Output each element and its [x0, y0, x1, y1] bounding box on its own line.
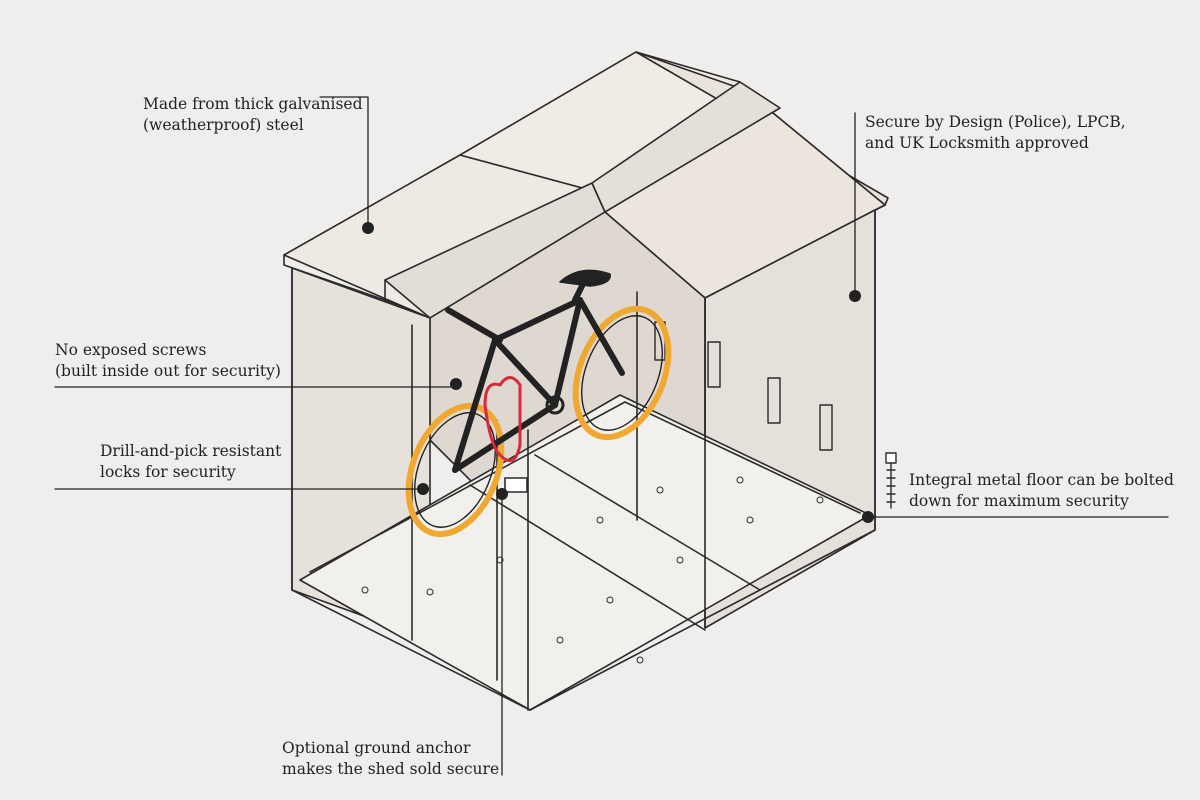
- callout-screws: No exposed screws (built inside out for …: [55, 340, 281, 382]
- callout-locks-line-2: locks for security: [100, 463, 236, 481]
- callout-approved: Secure by Design (Police), LPCB, and UK …: [865, 112, 1126, 154]
- callout-anchor-line-2: makes the shed sold secure: [282, 760, 500, 778]
- callout-approved-line-2: and UK Locksmith approved: [865, 134, 1089, 152]
- shed-roof: [283, 51, 889, 319]
- callout-steel: Made from thick galvanised (weatherproof…: [143, 94, 363, 136]
- callout-anchor: Optional ground anchor makes the shed so…: [282, 738, 499, 780]
- callout-screws-line-1: No exposed screws: [55, 341, 207, 359]
- bike-rear-wheel: [405, 402, 505, 538]
- anchor-callout-dot: [496, 488, 508, 500]
- floor-callout-dot: [862, 511, 874, 523]
- bicycle: [405, 269, 672, 538]
- callout-approved-line-1: Secure by Design (Police), LPCB,: [865, 113, 1126, 131]
- bike-saddle: [559, 269, 611, 287]
- floor-bolt: [885, 452, 897, 509]
- callout-screws-line-2: (built inside out for security): [55, 362, 281, 380]
- callout-floor-line-1: Integral metal floor can be bolted: [909, 471, 1174, 489]
- bike-frame: [445, 277, 625, 473]
- lock-chain: [483, 376, 522, 463]
- screws-callout-dot: [450, 378, 462, 390]
- callout-floor: Integral metal floor can be bolted down …: [909, 470, 1174, 512]
- callout-steel-line-1: Made from thick galvanised: [143, 95, 363, 113]
- callout-locks: Drill-and-pick resistant locks for secur…: [100, 441, 281, 483]
- callout-dots: [362, 222, 874, 523]
- floor-bolt-holes: [361, 476, 824, 664]
- wall-bike-hooks: [654, 321, 833, 451]
- callout-locks-line-1: Drill-and-pick resistant: [100, 442, 282, 460]
- callout-leaders: [54, 96, 1169, 776]
- callout-floor-line-2: down for maximum security: [909, 492, 1129, 510]
- callout-steel-line-2: (weatherproof) steel: [143, 116, 304, 134]
- locks-callout-dot: [417, 483, 429, 495]
- approved-callout-dot: [849, 290, 861, 302]
- bike-front-wheel: [572, 305, 672, 441]
- steel-callout-dot: [362, 222, 374, 234]
- ground-anchor: [504, 477, 528, 493]
- callout-anchor-line-1: Optional ground anchor: [282, 739, 471, 757]
